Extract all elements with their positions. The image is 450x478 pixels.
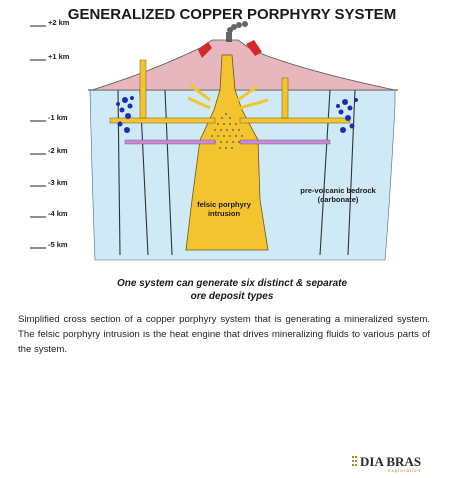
ore-bodies-right (336, 98, 358, 133)
faults (117, 89, 356, 256)
tick-label: -1 km (48, 113, 68, 122)
felsic-porphyry-intrusion (185, 54, 269, 251)
intrusion-label-line1: felsic porphyry (197, 200, 252, 209)
tick-label: +1 km (48, 52, 70, 61)
logo-name: DIA BRAS (360, 454, 421, 469)
vent-smoke (226, 21, 248, 42)
depth-axis (30, 25, 46, 249)
diagram-caption-line1: One system can generate six distinct & s… (117, 278, 348, 289)
tick-label: +2 km (48, 18, 70, 27)
vent-left (198, 42, 212, 58)
bedrock-label-line2: (carbonate) (318, 195, 359, 204)
tick-label: -3 km (48, 178, 68, 187)
tick-label: -5 km (48, 240, 68, 249)
tick-label: -2 km (48, 146, 68, 155)
bedrock-label-line1: pre-volcanic bedrock (300, 186, 376, 195)
tick-label: -4 km (48, 209, 68, 218)
logo-mark-icon (352, 456, 357, 466)
mantos (109, 59, 351, 124)
dia-bras-logo: DIA BRAS exploration (352, 454, 421, 473)
logo-sub: exploration (388, 468, 421, 473)
diagram-title: GENERALIZED COPPER PORPHYRY SYSTEM (68, 6, 396, 23)
skarn-band (124, 139, 331, 145)
diagram-caption-line2: ore deposit types (191, 291, 274, 302)
description-text: Simplified cross section of a copper por… (18, 314, 430, 355)
veins (187, 83, 269, 110)
vent-right (246, 40, 262, 56)
breccia-zone (211, 113, 243, 149)
ore-bodies-left (116, 96, 134, 133)
volcano (91, 39, 396, 91)
intrusion-label-line2: intrusion (208, 209, 240, 218)
